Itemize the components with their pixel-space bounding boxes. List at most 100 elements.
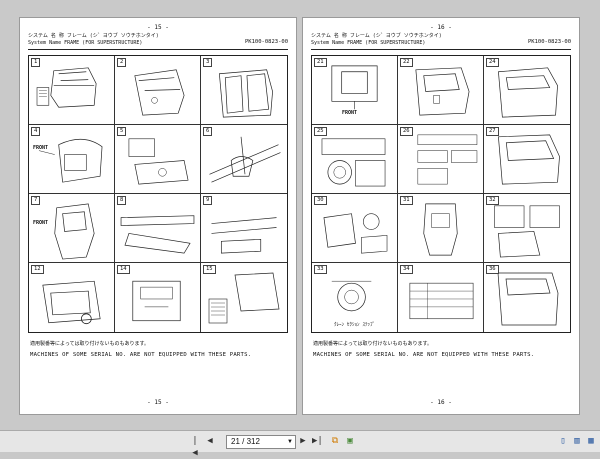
cell-number: 3 — [203, 58, 213, 67]
cab-shell-drawing — [498, 134, 560, 185]
diagram-cell: 21 FRONT — [312, 56, 398, 125]
last-page-icon[interactable]: ▶| — [312, 436, 323, 446]
diagram-cell: 5 — [115, 125, 201, 194]
header-english: System Name FRAME (FOR SUPERSTRUCTURE) — [311, 40, 426, 46]
copy-icon[interactable]: ⧉ — [331, 436, 339, 446]
page-number-bottom: - 16 - — [430, 399, 452, 406]
parts-grid: 1 2 3 4 FRONT 5 6 7 FRONT 8 9 12 1 — [28, 55, 288, 333]
cab-panel-drawing — [134, 69, 185, 116]
cell-number: 36 — [486, 265, 499, 274]
step-drawing — [331, 280, 372, 312]
cab-frame-drawing — [36, 67, 97, 108]
diagram-cell: 32 — [484, 194, 570, 263]
cell-number: 9 — [203, 196, 213, 205]
cell-number: 26 — [400, 127, 413, 136]
diagram-cell: 1 — [29, 56, 115, 125]
cell-number: 27 — [486, 127, 499, 136]
diagram-cell: 12 — [29, 263, 115, 332]
cell-number: 4 — [31, 127, 41, 136]
engine-frame-drawing — [321, 138, 386, 187]
cell-number: 21 — [314, 58, 327, 67]
page-indicator: 21 / 312 — [231, 437, 260, 446]
cab-views-drawing — [494, 205, 560, 258]
diagram-cell: 9 — [201, 194, 287, 263]
note-japanese: 適用製番等によっては取り付けないものもあります。 — [313, 341, 433, 347]
diagram-cell: 31 — [398, 194, 484, 263]
diagram-cell: 24 — [484, 56, 570, 125]
diagram-cell: 33 ｸﾚｰﾝ ｾｸｼｮﾝ ｽﾃｯﾌﾟ — [312, 263, 398, 332]
cab-assembly-drawing — [415, 67, 470, 116]
cell-number: 8 — [117, 196, 127, 205]
cell-number: 24 — [486, 58, 499, 67]
document-code: PK100-0823-00 — [527, 39, 571, 45]
first-page-icon[interactable]: |◀ — [192, 436, 198, 458]
cell-number: 25 — [314, 127, 327, 136]
image-icon[interactable]: ▣ — [347, 436, 353, 446]
front-label: FRONT — [33, 220, 49, 226]
single-page-icon[interactable]: ▯ — [560, 436, 566, 446]
bracket-drawing — [128, 138, 189, 185]
diagram-cell: 15 — [201, 263, 287, 332]
diagram-cell: 34 — [398, 263, 484, 332]
page-header: システム 名 称 フレーム (シ゛ヨウブ ソウチホンタイ) System Nam… — [311, 32, 571, 50]
step-label: ｸﾚｰﾝ ｾｸｼｮﾝ ｽﾃｯﾌﾟ — [334, 322, 376, 328]
page-number-top: - 15 - — [147, 24, 169, 31]
cell-number: 6 — [203, 127, 213, 136]
cab-side-drawing — [498, 67, 558, 118]
cab-rear-drawing — [497, 272, 559, 326]
cell-number: 31 — [400, 196, 413, 205]
diagram-cell: 26 — [398, 125, 484, 194]
front-label: FRONT — [33, 145, 49, 151]
cab-door-drawing — [218, 69, 273, 118]
frame-detail-drawing — [211, 217, 277, 254]
cell-number: 34 — [400, 265, 413, 274]
cell-number: 30 — [314, 196, 327, 205]
page-left: - 15 - システム 名 称 フレーム (シ゛ヨウブ ソウチホンタイ) Sys… — [20, 18, 296, 414]
console-drawing — [38, 138, 103, 183]
page-input[interactable]: 21 / 312▼ — [226, 435, 296, 449]
grid-view-icon[interactable]: ▦ — [588, 436, 594, 446]
note-japanese: 適用製番等によっては取り付けないものもあります。 — [30, 341, 150, 347]
cab-interior-drawing — [208, 272, 280, 324]
cell-number: 1 — [31, 58, 41, 67]
floor-plate-drawing — [132, 280, 181, 322]
diagram-cell: 2 — [115, 56, 201, 125]
seat-base-drawing — [42, 280, 101, 325]
previous-page-icon[interactable]: ◀ — [207, 436, 213, 446]
next-page-icon[interactable]: ▶ — [300, 436, 306, 446]
parts-table-drawing — [409, 282, 474, 320]
cell-number: 14 — [117, 265, 130, 274]
diagram-cell: 25 — [312, 125, 398, 194]
note-english: MACHINES OF SOME SERIAL NO. ARE NOT EQUI… — [313, 352, 535, 358]
diagram-cell: 3 — [201, 56, 287, 125]
diagram-cell: 4 FRONT — [29, 125, 115, 194]
diagram-cell: 7 FRONT — [29, 194, 115, 263]
note-english: MACHINES OF SOME SERIAL NO. ARE NOT EQUI… — [30, 352, 252, 358]
diagram-cell: 27 — [484, 125, 570, 194]
cell-number: 33 — [314, 265, 327, 274]
cell-number: 22 — [400, 58, 413, 67]
cell-number: 7 — [31, 196, 41, 205]
frame-top-drawing — [331, 65, 378, 110]
cell-number: 12 — [31, 265, 44, 274]
page-header: システム 名 称 フレーム (シ゛ヨウブ ソウチホンタイ) System Nam… — [28, 32, 288, 50]
diagram-cell: 30 — [312, 194, 398, 263]
viewer-toolbar: |◀ ◀ 21 / 312▼ ▶ ▶| ⧉ ▣ ▯ ▥ ▦ — [0, 430, 600, 458]
diagram-cell: 22 — [398, 56, 484, 125]
page-right: - 16 - システム 名 称 フレーム (シ゛ヨウブ ソウチホンタイ) Sys… — [303, 18, 579, 414]
diagram-cell: 6 — [201, 125, 287, 194]
two-page-icon[interactable]: ▥ — [574, 436, 580, 446]
cell-number: 32 — [486, 196, 499, 205]
header-japanese: システム 名 称 フレーム (シ゛ヨウブ ソウチホンタイ) — [28, 33, 159, 39]
document-code: PK100-0823-00 — [244, 39, 288, 45]
front-label: FRONT — [342, 110, 358, 116]
base-assembly-drawing — [423, 203, 458, 256]
diagram-cell: 14 — [115, 263, 201, 332]
superstructure-frame-drawing — [54, 203, 95, 260]
page-number-bottom: - 15 - — [147, 399, 169, 406]
diagram-cell: 8 — [115, 194, 201, 263]
header-english: System Name FRAME (FOR SUPERSTRUCTURE) — [28, 40, 143, 46]
document-viewer[interactable]: - 15 - システム 名 称 フレーム (シ゛ヨウブ ソウチホンタイ) Sys… — [0, 0, 600, 430]
cell-number: 2 — [117, 58, 127, 67]
frame-side-drawing — [120, 215, 195, 254]
